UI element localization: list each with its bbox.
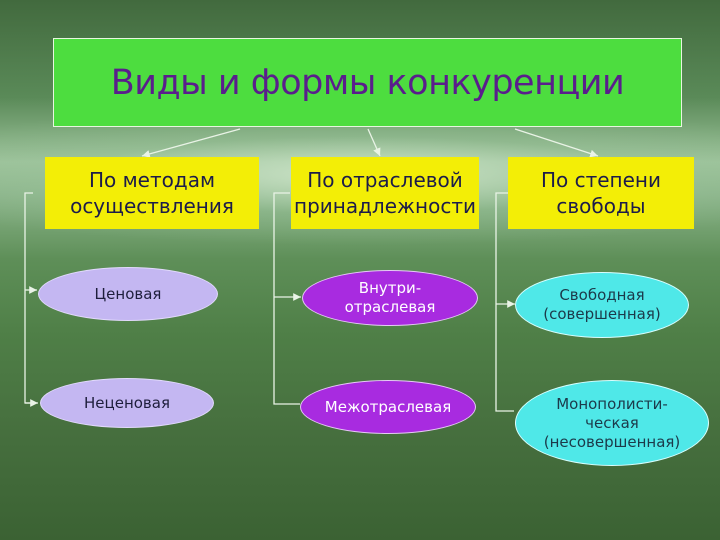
category-industry: По отраслевой принадлежности xyxy=(291,157,479,229)
bracket-industry xyxy=(273,192,300,405)
bracket-methods xyxy=(24,192,36,404)
arrow-title-to-methods xyxy=(141,128,241,158)
category-methods: По методам осуществления xyxy=(45,157,259,229)
bracket-freedom xyxy=(495,192,514,412)
form-free-competition: Свободная (совершенная) xyxy=(515,272,689,338)
category-freedom: По степени свободы xyxy=(508,157,694,229)
form-price: Ценовая xyxy=(38,267,218,321)
page-title: Виды и формы конкуренции xyxy=(110,62,625,103)
form-inter-industry: Межотраслевая xyxy=(300,380,476,434)
form-intra-industry: Внутри- отраслевая xyxy=(302,270,478,326)
title-box: Виды и формы конкуренции xyxy=(53,38,682,127)
arrow-title-to-freedom xyxy=(514,128,599,158)
form-monopolistic-competition: Монополисти- ческая (несовершенная) xyxy=(515,380,709,466)
form-nonprice: Неценовая xyxy=(40,378,214,428)
arrow-title-to-industry xyxy=(367,128,381,157)
